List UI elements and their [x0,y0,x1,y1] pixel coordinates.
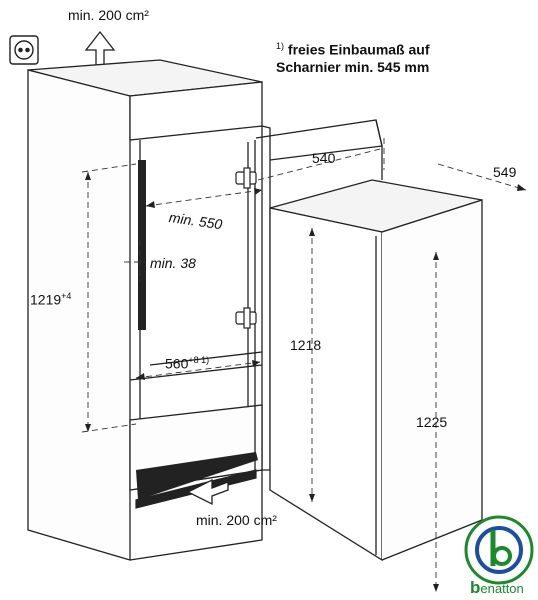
vent-bottom-label: min. 200 cm² [196,512,277,528]
dim-depth-appliance: 549 [493,164,517,180]
logo-text-rest: enatton [480,581,524,596]
vent-top-label: min. 200 cm² [68,7,149,23]
dim-min-38: min. 38 [150,255,196,271]
installation-note: 1) freies Einbaumaß auf Scharnier min. 5… [276,38,430,76]
appliance [255,119,483,562]
hinge-top [235,167,257,189]
airflow-up-arrow-icon [84,30,116,69]
dimension-lines [81,138,527,592]
dim-depth-niche: 540 [312,150,336,166]
dim-niche-height-base: 1219 [30,291,62,308]
dimension-arrows [85,172,526,592]
note-line-2: Scharnier min. 545 mm [276,58,430,75]
airflow-in-arrow-icon [186,478,229,506]
logo-text: benatton [470,578,524,598]
dim-niche-width: 560+8 1) [165,356,209,371]
power-socket-icon [9,35,39,65]
note-line-1: freies Einbaumaß auf [287,41,430,58]
dim-niche-height-sup: +4 [61,291,72,301]
dim-appliance-height: 1225 [416,414,448,430]
dim-niche-height: 1219+4 [30,292,71,307]
logo-text-b: b [470,578,481,597]
hinge-bottom [235,307,257,329]
dim-niche-width-sup: +8 1) [188,355,210,365]
benatton-logo [464,515,534,585]
dim-niche-width-base: 560 [165,355,189,372]
dim-door-height: 1218 [290,337,322,353]
note-marker: 1) [276,41,285,51]
ventilation-strip [136,160,258,500]
